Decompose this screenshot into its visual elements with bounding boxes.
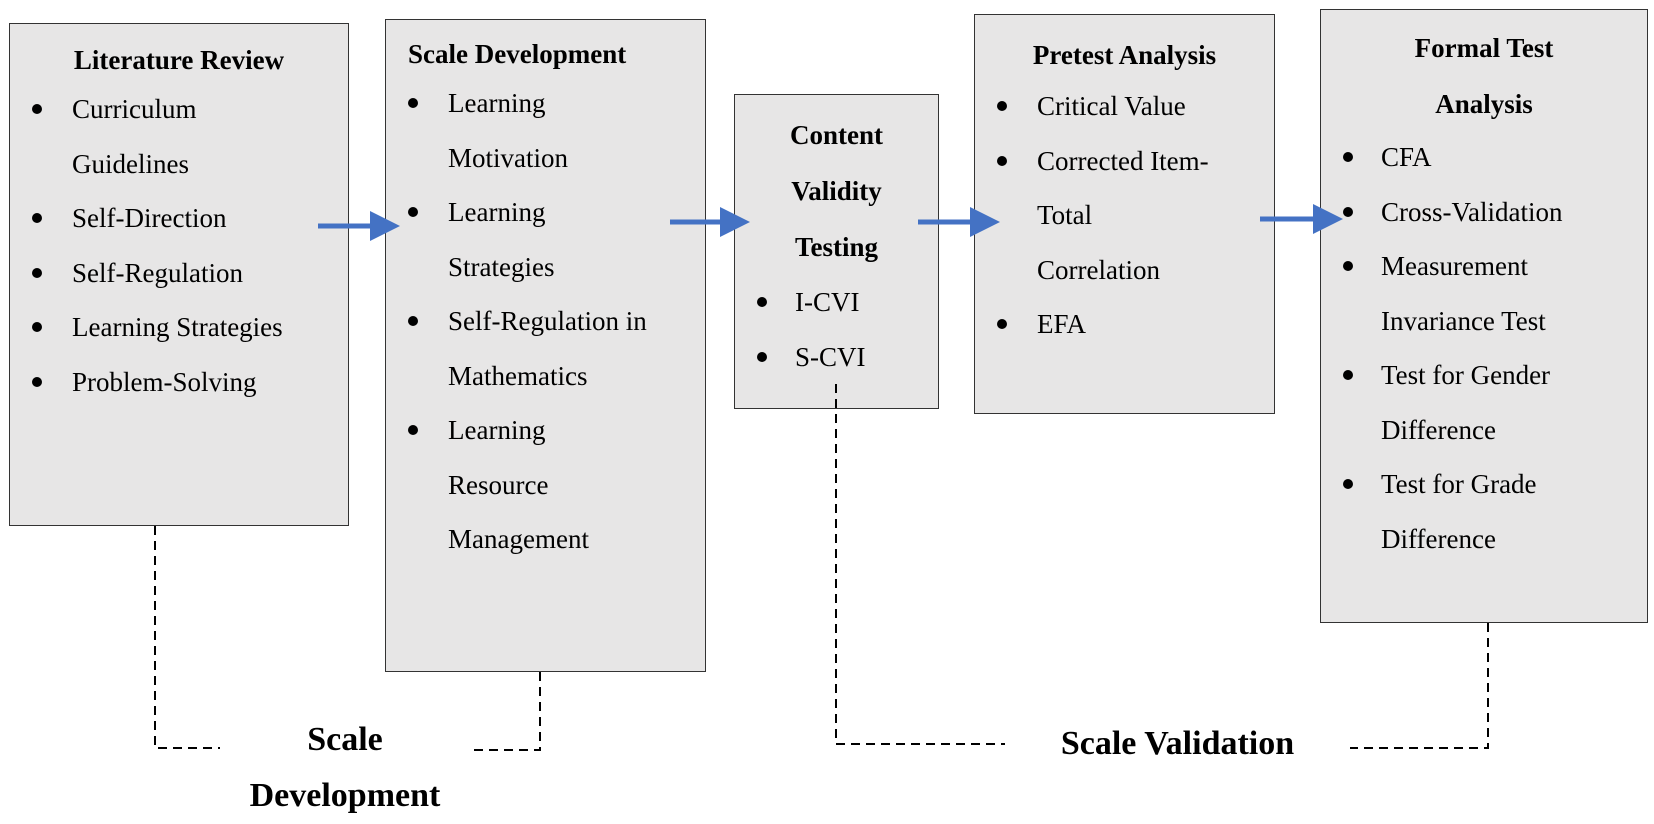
stage-label-line: Scale Validation <box>1060 725 1295 762</box>
bullet-icon <box>1343 479 1353 489</box>
bullet-icon <box>757 297 767 307</box>
box-formal-test-analysis: Formal Test Analysis CFA Cross-Validatio… <box>1320 9 1648 623</box>
title-line: Scale Development <box>408 39 627 69</box>
list-item: EFA <box>975 297 1274 352</box>
bracket-scale-development-right <box>470 672 541 751</box>
list-item: S-CVI <box>735 330 938 385</box>
bullet-icon <box>997 101 1007 111</box>
box-content-validity-testing: Content Validity Testing I-CVI S-CVI <box>734 94 939 409</box>
list-item: Self-Regulation <box>10 246 348 301</box>
bullet-icon <box>32 322 42 332</box>
box-title: Formal Test Analysis <box>1321 10 1647 132</box>
stage-label-scale-development: Scale Development <box>220 712 470 824</box>
stage-label-scale-validation: Scale Validation <box>1005 716 1350 772</box>
bullet-icon <box>408 207 418 217</box>
title-line: Content <box>790 120 883 150</box>
title-line: Testing <box>794 232 879 262</box>
list-item: I-CVI <box>735 275 938 330</box>
item-list: I-CVI S-CVI <box>735 275 938 384</box>
box-title: Content Validity Testing <box>735 95 938 275</box>
bracket-scale-validation-right <box>1350 623 1489 749</box>
list-item: Learning Strategies <box>10 300 348 355</box>
bullet-icon <box>997 155 1007 166</box>
bracket-scale-validation-left <box>835 384 1005 745</box>
title-line: Validity <box>791 176 882 206</box>
list-item: Critical Value <box>975 79 1274 134</box>
title-line: Literature Review <box>73 45 285 75</box>
list-item: Problem-Solving <box>10 355 348 410</box>
bullet-icon <box>32 267 42 278</box>
bullet-icon <box>32 104 42 114</box>
box-title: Scale Development <box>386 20 705 82</box>
bullet-icon <box>757 351 767 362</box>
bullet-icon <box>1343 261 1353 271</box>
stage-label-line: Scale <box>307 721 383 758</box>
list-item: Self-Direction <box>10 191 348 246</box>
stage-brackets <box>154 384 1489 751</box>
box-title: Pretest Analysis <box>975 15 1274 83</box>
box-pretest-analysis: Pretest Analysis Critical Value Correcte… <box>974 14 1275 414</box>
bullet-icon <box>408 316 418 326</box>
box-title: Literature Review <box>10 24 348 88</box>
bullet-icon <box>1343 370 1353 380</box>
bullet-icon <box>32 213 42 223</box>
bullet-icon <box>408 425 418 435</box>
list-item: CFA <box>1321 130 1647 185</box>
bracket-scale-development-left <box>154 526 220 749</box>
stage-label-line: Development <box>249 777 441 814</box>
title-line: Pretest Analysis <box>1032 40 1217 70</box>
bullet-icon <box>1343 152 1353 162</box>
bullet-icon <box>1343 206 1353 217</box>
bullet-icon <box>408 98 418 108</box>
title-line: Formal Test <box>1414 33 1554 63</box>
bullet-icon <box>32 376 42 387</box>
bullet-icon <box>997 319 1007 329</box>
title-line: Analysis <box>1435 89 1533 119</box>
list-item: Cross-Validation <box>1321 185 1647 240</box>
